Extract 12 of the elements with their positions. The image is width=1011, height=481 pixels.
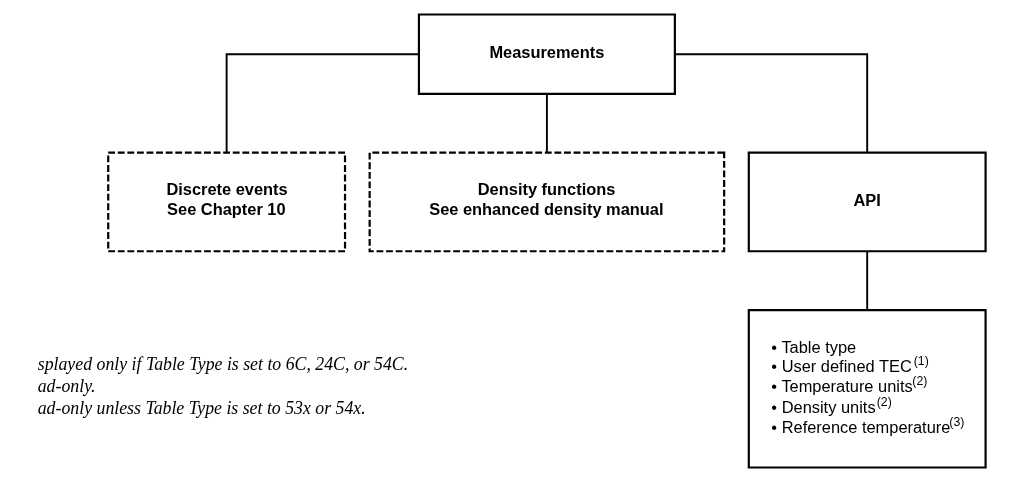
node-box: Measurements	[417, 12, 676, 95]
connector	[225, 52, 420, 153]
label: splayed only if Table Type is set to 6C, 24C, or 54C.	[37, 353, 409, 374]
node-box: Discrete events See Chapter 10	[107, 151, 347, 252]
node-box: • Table type • User defined TEC$^{(1)}$ • Temperature units$^{(2)}$ • Density units$^{(2)}$ • Reference temperature$^{(3)}$	[747, 308, 987, 469]
connector	[545, 92, 548, 153]
node-box: Density functions See enhanced density manual	[368, 151, 726, 252]
node-box: API	[747, 151, 987, 252]
label: ad-only.	[37, 375, 96, 396]
label: ad-only unless Table Type is set to 53x or 54x.	[37, 397, 366, 418]
connector	[866, 250, 869, 311]
connector	[674, 52, 869, 153]
